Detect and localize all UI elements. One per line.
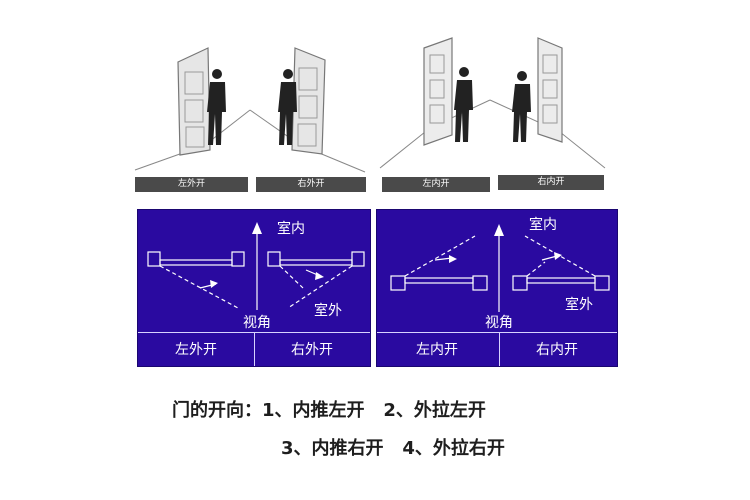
caption-line-2: 3、内推右开 4、外拉右开: [281, 438, 505, 459]
indoor-label-inward: 室内: [529, 217, 557, 233]
panel-label-left-inward: 左内开: [416, 342, 458, 358]
indoor-label-outward: 室内: [277, 221, 305, 237]
person-4: [512, 71, 531, 142]
diagram-panel-outward: 室内 室外 视角 左外开 右外开: [137, 209, 371, 367]
outdoor-label-inward: 室外: [565, 297, 593, 313]
diagram-panel-inward: 室内 室外 视角 左内开 右内开: [376, 209, 618, 367]
photo-label-left-inward: 左内开: [382, 177, 490, 192]
panel-outward-drawing: [147, 222, 365, 310]
door-illustrations: [134, 37, 606, 173]
panel-outward-vdivider: [254, 333, 255, 366]
view-label-inward: 视角: [485, 315, 513, 331]
door-left-inward: [423, 37, 453, 146]
panel-inward-drawing: [390, 224, 610, 312]
panel-label-left-outward: 左外开: [175, 342, 217, 358]
panel-outward-divider: [138, 332, 370, 333]
person-2: [278, 69, 297, 145]
person-3: [454, 67, 473, 142]
panel-inward-vdivider: [499, 333, 500, 366]
door-right-outward: [291, 47, 326, 155]
caption-line-1: 门的开向：1、内推左开 2、外拉左开: [172, 400, 486, 421]
floor-lines-inward: [379, 99, 606, 169]
panel-inward-divider: [377, 332, 617, 333]
person-1: [207, 69, 226, 145]
panel-label-right-inward: 右内开: [536, 342, 578, 358]
photo-label-right-inward: 右内开: [498, 175, 604, 190]
photo-label-right-outward: 右外开: [256, 177, 366, 192]
door-right-inward: [537, 37, 563, 143]
photo-label-left-outward: 左外开: [135, 177, 248, 192]
floor-lines-outward: [134, 109, 366, 173]
outdoor-label-outward: 室外: [314, 303, 342, 319]
door-left-outward: [177, 47, 211, 156]
view-label-outward: 视角: [243, 315, 271, 331]
panel-label-right-outward: 右外开: [291, 342, 333, 358]
